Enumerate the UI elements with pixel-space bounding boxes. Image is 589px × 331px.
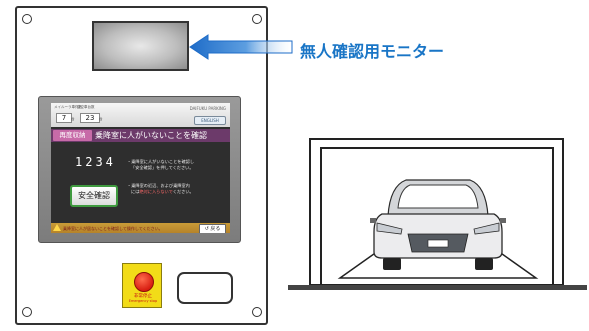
warning-bar	[51, 223, 230, 233]
safety-confirm-button[interactable]: 安全確認	[70, 185, 118, 207]
count-1-unit: 台	[71, 117, 75, 121]
count-2-unit: 台	[99, 117, 103, 121]
screen-title: 乗降室に人がいないことを確認	[95, 131, 207, 140]
mode-tag: 再度収納	[53, 130, 92, 141]
screw-top-right	[252, 14, 262, 24]
touch-screen: メイルーラ車件数 全空車台数 7 台 23 台 DAIFUKU PARKING …	[51, 103, 230, 233]
info-label-2: 全空車台数	[77, 105, 95, 109]
back-label: 戻る	[210, 226, 221, 232]
screw-bottom-right	[252, 307, 262, 317]
screw-top-left	[22, 14, 32, 24]
back-button[interactable]: ↺ 戻る	[199, 224, 226, 233]
count-1-value: 7	[56, 113, 72, 123]
emergency-stop-button[interactable]	[134, 272, 154, 292]
warning-text: 乗降室に人が居ないことを確認して操作してください。	[63, 226, 163, 231]
emergency-stop-panel: 非常停止 Emergency stop	[122, 263, 162, 308]
note-2-line-2: には絶対に入らないでください。	[131, 189, 194, 195]
arrow-left-icon	[189, 34, 293, 60]
emergency-stop-label-jp: 非常停止	[134, 294, 152, 299]
monitor-caption: 無人確認用モニター	[300, 42, 445, 61]
note-1-line-1: ・乗降室に人がいないことを確認し	[127, 159, 195, 164]
count-2-value: 23	[80, 113, 100, 123]
note-1-line-2: 「安全確認」を押してください。	[131, 165, 194, 170]
emergency-stop-label-en: Emergency stop	[128, 299, 158, 303]
key-switch-box	[177, 272, 233, 304]
note-2-line-1: ・乗降室の近辺、および乗降室内	[127, 183, 190, 188]
parking-code: 1234	[75, 155, 116, 169]
title-bar	[51, 129, 230, 142]
system-label: DAIFUKU PARKING	[189, 106, 226, 111]
garage-illustration	[288, 138, 587, 290]
note-2-prefix: には	[131, 189, 140, 194]
english-button[interactable]: ENGLISH	[194, 116, 226, 125]
note-2-suffix: ください。	[172, 189, 194, 194]
car-icon	[370, 179, 506, 270]
screw-bottom-left	[22, 307, 32, 317]
info-label-1: メイルーラ車件数	[54, 105, 82, 109]
unmanned-check-monitor	[92, 21, 189, 71]
back-arrow-icon: ↺	[204, 226, 211, 232]
note-2-highlight: 絶対に入らないで	[139, 189, 173, 194]
warning-icon	[53, 224, 61, 231]
